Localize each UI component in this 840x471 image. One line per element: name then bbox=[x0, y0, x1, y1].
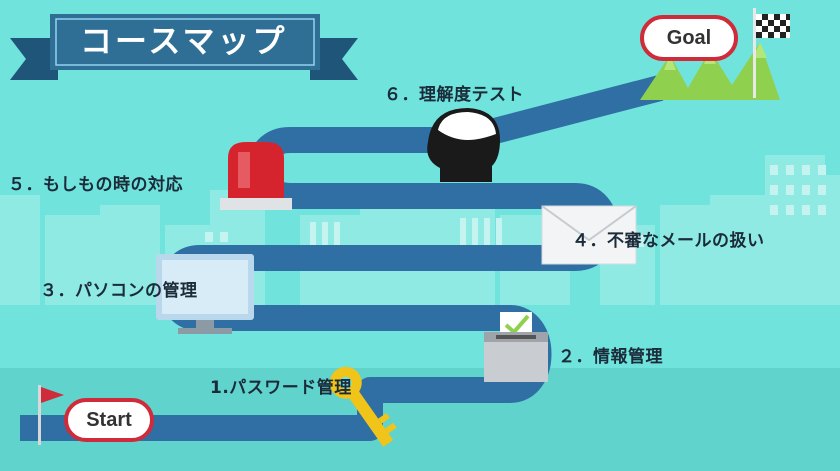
start-bubble: Start bbox=[64, 398, 154, 442]
checkered-flag-icon bbox=[753, 8, 790, 98]
key-icon bbox=[329, 366, 397, 447]
head-icon bbox=[427, 108, 500, 182]
step-6-label: ６．理解度テスト bbox=[384, 85, 524, 105]
alarm-light-icon bbox=[220, 142, 292, 210]
step-1-label: 1.パスワード管理 bbox=[210, 378, 352, 398]
start-flag-icon bbox=[38, 385, 64, 445]
step-4-label: ４．不審なメールの扱い bbox=[572, 231, 765, 251]
step-2-label: ２．情報管理 bbox=[558, 347, 663, 367]
envelope-icon bbox=[541, 205, 637, 265]
goal-bubble: Goal bbox=[640, 15, 738, 61]
title-banner-graphic bbox=[10, 14, 358, 80]
ballot-box-icon bbox=[484, 312, 548, 382]
computer-monitor-icon bbox=[156, 254, 254, 334]
step-5-label: ５．もしもの時の対応 bbox=[8, 175, 183, 195]
course-map-title: コースマップ bbox=[80, 22, 288, 60]
step-3-label: ３．パソコンの管理 bbox=[40, 281, 198, 301]
goal-mountains bbox=[640, 42, 780, 100]
building-windows bbox=[205, 165, 826, 258]
